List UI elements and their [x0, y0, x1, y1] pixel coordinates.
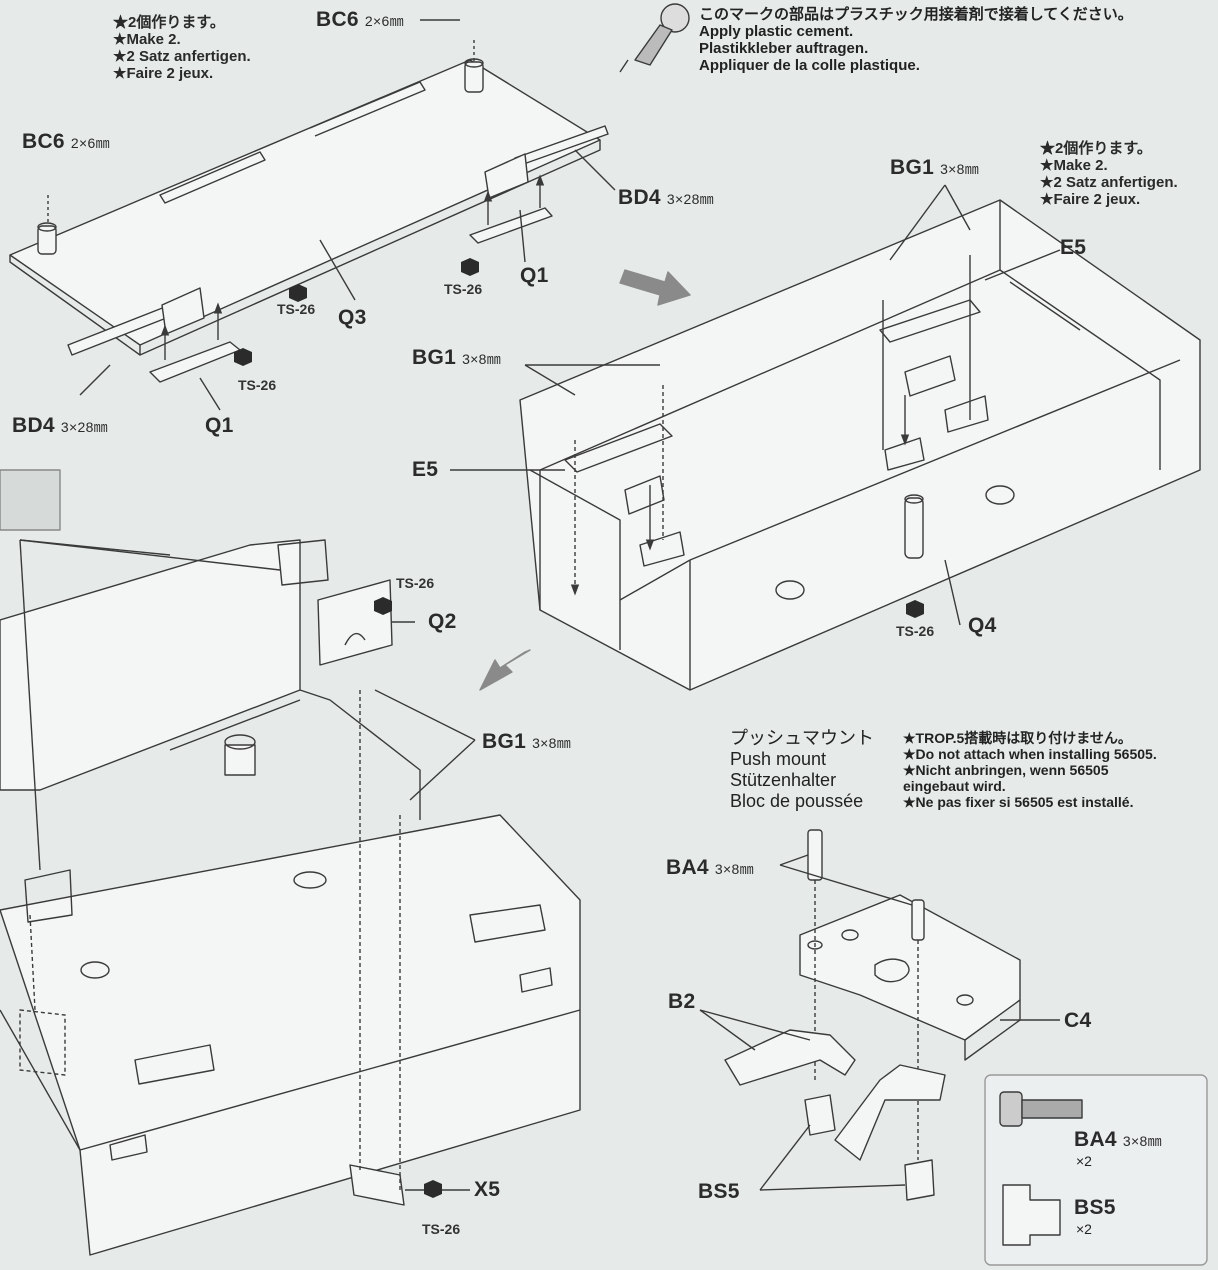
q4-tray-drawing: [450, 184, 1201, 691]
push-mount-note-jp: ★TROP.5搭載時は取り付けません。: [903, 730, 1132, 746]
label-b2: B2: [668, 990, 696, 1013]
cement-note-fr: Appliquer de la colle plastique.: [699, 57, 920, 74]
label-q1-b: Q1: [205, 414, 234, 437]
push-mount-note-de2: eingebaut wird.: [903, 778, 1006, 794]
cement-bottle-drawing: [619, 3, 690, 73]
note-fr: ★Faire 2 jeux.: [1040, 191, 1141, 208]
push-mount-note-en: ★Do not attach when installing 56505.: [903, 746, 1157, 762]
parts-box-bs5: BS5: [1074, 1196, 1116, 1219]
ts26-label: TS-26: [422, 1221, 461, 1237]
cement-note-de: Plastikkleber auftragen.: [699, 40, 869, 57]
cement-note: このマークの部品はプラスチック用接着剤で接着してください。 Apply plas…: [699, 6, 1133, 74]
ts26-marks: [234, 258, 924, 1198]
push-mount-de: Stützenhalter: [730, 770, 837, 790]
label-q1-a: Q1: [520, 264, 549, 287]
note-fr: ★Faire 2 jeux.: [113, 65, 214, 82]
make-two-note-right: ★2個作ります。 ★Make 2. ★2 Satz anfertigen. ★F…: [1040, 140, 1178, 208]
push-mount-en: Push mount: [730, 749, 827, 769]
cement-note-jp: このマークの部品はプラスチック用接着剤で接着してください。: [699, 6, 1133, 23]
ts26-label: TS-26: [277, 301, 316, 317]
ts26-label: TS-26: [396, 575, 435, 591]
ts26-label: TS-26: [444, 281, 483, 297]
note-en: ★Make 2.: [113, 31, 181, 48]
ts26-label: TS-26: [238, 377, 277, 393]
label-e5-right: E5: [1060, 236, 1087, 259]
note-jp: ★2個作ります。: [1040, 140, 1152, 157]
q3-panel-drawing: [9, 19, 616, 411]
push-mount-note-de1: ★Nicht anbringen, wenn 56505: [903, 762, 1109, 778]
note-de: ★2 Satz anfertigen.: [113, 48, 251, 65]
label-q3: Q3: [338, 306, 367, 329]
label-bs5: BS5: [698, 1180, 740, 1203]
push-mount-note-fr: ★Ne pas fixer si 56505 est installé.: [903, 794, 1134, 810]
label-x5: X5: [474, 1178, 501, 1201]
push-mount-drawing: [699, 829, 1208, 1266]
label-q4: Q4: [968, 614, 997, 637]
note-de: ★2 Satz anfertigen.: [1040, 174, 1178, 191]
note-en: ★Make 2.: [1040, 157, 1108, 174]
push-mount-fr: Bloc de poussée: [730, 791, 864, 811]
label-c4: C4: [1064, 1009, 1092, 1032]
push-mount-note: ★TROP.5搭載時は取り付けません。 ★Do not attach when …: [903, 730, 1157, 810]
make-two-note-left: ★2個作ります。 ★Make 2. ★2 Satz anfertigen. ★F…: [113, 14, 251, 82]
note-jp: ★2個作ります。: [113, 14, 225, 31]
cement-note-en: Apply plastic cement.: [699, 23, 854, 40]
label-q2: Q2: [428, 610, 457, 633]
parts-box-ba4-count: ×2: [1076, 1153, 1092, 1169]
push-mount-title: プッシュマウント Push mount Stützenhalter Bloc d…: [730, 728, 874, 812]
parts-box-bs5-count: ×2: [1076, 1221, 1092, 1237]
push-mount-jp: プッシュマウント: [730, 728, 874, 748]
label-e5-left: E5: [412, 458, 439, 481]
ts26-label: TS-26: [896, 623, 935, 639]
x5-box-drawing: [0, 469, 581, 1256]
